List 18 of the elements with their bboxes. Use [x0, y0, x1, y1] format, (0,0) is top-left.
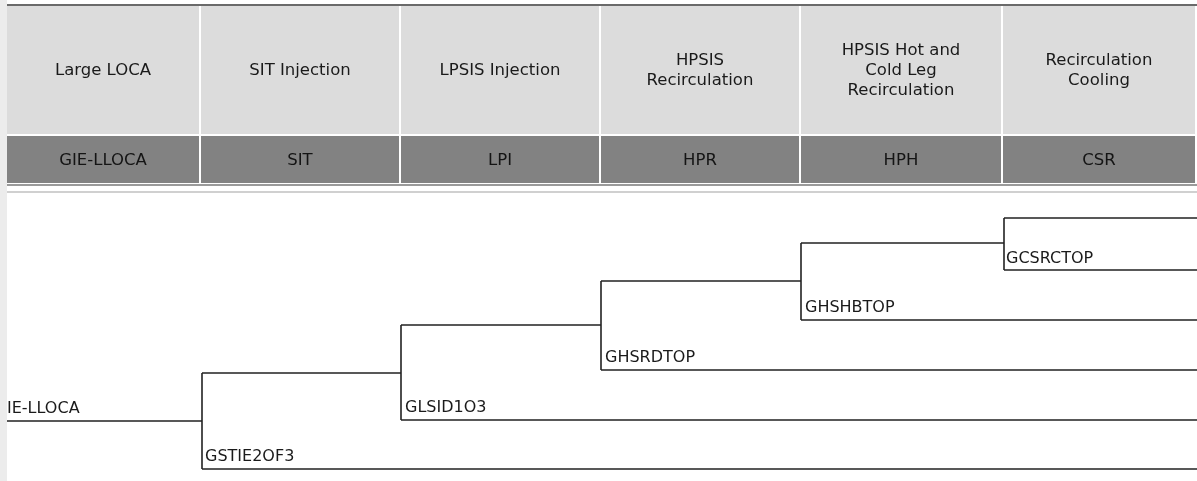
column-code: LPI [401, 134, 601, 183]
branch-label: GSTIE2OF3 [205, 448, 295, 464]
branch-label: GHSHBTOP [805, 299, 895, 315]
column-code: HPR [601, 134, 801, 183]
column-header: Recirculation Cooling [1003, 6, 1197, 134]
branch-label: GHSRDTOP [605, 349, 696, 365]
column-code: GIE-LLOCA [7, 134, 201, 183]
column-header: HPSIS Hot and Cold Leg Recirculation [801, 6, 1003, 134]
branch-label: GLSID1O3 [405, 399, 487, 415]
column-code: CSR [1003, 134, 1197, 183]
column-header: SIT Injection [201, 6, 401, 134]
column-code: SIT [201, 134, 401, 183]
column-header: Large LOCA [7, 6, 201, 134]
column-header: LPSIS Injection [401, 6, 601, 134]
column-code: HPH [801, 134, 1003, 183]
column-header: HPSIS Recirculation [601, 6, 801, 134]
branch-label: IE-LLOCA [7, 400, 80, 416]
branch-label: GCSRCTOP [1006, 250, 1094, 266]
